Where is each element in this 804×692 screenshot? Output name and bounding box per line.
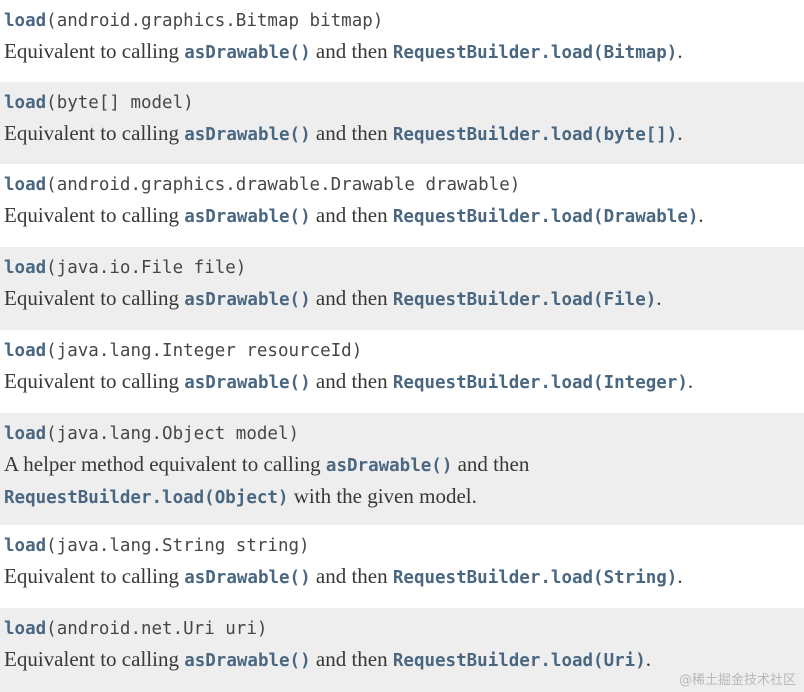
description-text: and then xyxy=(310,39,393,63)
method-row: load(java.io.File file) Equivalent to ca… xyxy=(0,247,804,330)
method-description: Equivalent to calling asDrawable() and t… xyxy=(4,644,804,676)
method-params: (android.net.Uri uri) xyxy=(46,619,268,639)
description-text: Equivalent to calling xyxy=(4,203,185,227)
request-builder-load-link[interactable]: RequestBuilder.load(String) xyxy=(392,568,678,588)
method-description: Equivalent to calling asDrawable() and t… xyxy=(4,283,804,315)
as-drawable-link[interactable]: asDrawable() xyxy=(184,651,311,671)
request-builder-load-link[interactable]: RequestBuilder.load(Uri) xyxy=(392,651,646,671)
method-signature: load(android.graphics.Bitmap bitmap) xyxy=(4,6,804,36)
method-name-link[interactable]: load xyxy=(4,175,47,195)
description-text: and then xyxy=(310,369,393,393)
description-text: and then xyxy=(310,647,393,671)
method-params: (byte[] model) xyxy=(46,93,194,113)
description-text: Equivalent to calling xyxy=(4,647,185,671)
as-drawable-link[interactable]: asDrawable() xyxy=(184,43,311,63)
description-text: . xyxy=(645,647,651,671)
method-signature: load(byte[] model) xyxy=(4,88,804,118)
description-text: and then xyxy=(452,452,530,476)
method-name-link[interactable]: load xyxy=(4,424,47,444)
description-text: . xyxy=(656,286,662,310)
description-text: and then xyxy=(310,203,393,227)
description-text: A helper method equivalent to calling xyxy=(4,452,326,476)
method-description: A helper method equivalent to calling as… xyxy=(4,449,804,481)
description-text: . xyxy=(687,369,694,393)
method-params: (java.lang.Integer resourceId) xyxy=(46,341,363,361)
method-description: Equivalent to calling asDrawable() and t… xyxy=(4,200,804,232)
method-description: Equivalent to calling asDrawable() and t… xyxy=(4,36,804,68)
method-name-link[interactable]: load xyxy=(4,341,47,361)
description-text: and then xyxy=(310,286,393,310)
method-params: (java.lang.Object model) xyxy=(46,424,300,444)
request-builder-load-link[interactable]: RequestBuilder.load(Object) xyxy=(4,488,289,508)
request-builder-load-link[interactable]: RequestBuilder.load(Bitmap) xyxy=(392,43,678,63)
method-params: (java.io.File file) xyxy=(46,258,247,278)
request-builder-load-link[interactable]: RequestBuilder.load(byte[]) xyxy=(392,125,678,145)
description-text: Equivalent to calling xyxy=(4,286,185,310)
as-drawable-link[interactable]: asDrawable() xyxy=(184,290,311,310)
description-text: . xyxy=(677,121,683,145)
as-drawable-link[interactable]: asDrawable() xyxy=(184,568,311,588)
description-text: and then xyxy=(310,564,393,588)
method-params: (java.lang.String string) xyxy=(46,536,310,556)
description-text: with the given model. xyxy=(288,484,477,508)
description-text: Equivalent to calling xyxy=(4,121,185,145)
method-signature: load(android.net.Uri uri) xyxy=(4,614,804,644)
method-row: load(java.lang.Integer resourceId) Equiv… xyxy=(0,330,804,413)
request-builder-load-link[interactable]: RequestBuilder.load(Integer) xyxy=(392,373,688,393)
method-description: Equivalent to calling asDrawable() and t… xyxy=(4,118,804,150)
description-text: Equivalent to calling xyxy=(4,564,185,588)
method-row: load(android.graphics.drawable.Drawable … xyxy=(0,164,804,247)
description-text: . xyxy=(698,203,704,227)
description-text: . xyxy=(677,39,683,63)
method-row: load(android.graphics.Bitmap bitmap) Equ… xyxy=(0,0,804,82)
method-name-link[interactable]: load xyxy=(4,93,47,113)
method-row: load(byte[] model) Equivalent to calling… xyxy=(0,82,804,164)
request-builder-load-link[interactable]: RequestBuilder.load(Drawable) xyxy=(392,207,699,227)
method-row: load(java.lang.String string) Equivalent… xyxy=(0,525,804,608)
method-signature: load(java.lang.Object model) xyxy=(4,419,804,449)
method-signature: load(java.io.File file) xyxy=(4,253,804,283)
as-drawable-link[interactable]: asDrawable() xyxy=(184,125,311,145)
method-description: Equivalent to calling asDrawable() and t… xyxy=(4,561,804,593)
method-params: (android.graphics.drawable.Drawable draw… xyxy=(46,175,521,195)
as-drawable-link[interactable]: asDrawable() xyxy=(184,207,311,227)
method-signature: load(android.graphics.drawable.Drawable … xyxy=(4,170,804,200)
watermark: @稀土掘金技术社区 xyxy=(678,673,796,688)
description-text: Equivalent to calling xyxy=(4,369,185,393)
as-drawable-link[interactable]: asDrawable() xyxy=(184,373,311,393)
request-builder-load-link[interactable]: RequestBuilder.load(File) xyxy=(392,290,657,310)
description-text: and then xyxy=(310,121,393,145)
method-name-link[interactable]: load xyxy=(4,258,47,278)
description-text: . xyxy=(677,564,683,588)
method-row: load(android.net.Uri uri) Equivalent to … xyxy=(0,608,804,692)
method-params: (android.graphics.Bitmap bitmap) xyxy=(46,11,384,31)
method-description: Equivalent to calling asDrawable() and t… xyxy=(4,366,804,398)
method-name-link[interactable]: load xyxy=(4,619,47,639)
as-drawable-link[interactable]: asDrawable() xyxy=(325,456,453,476)
method-description-continued: RequestBuilder.load(Object) with the giv… xyxy=(4,481,804,513)
method-row: load(java.lang.Object model) A helper me… xyxy=(0,413,804,525)
description-text: Equivalent to calling xyxy=(4,39,185,63)
method-signature: load(java.lang.String string) xyxy=(4,531,804,561)
method-name-link[interactable]: load xyxy=(4,11,47,31)
method-signature: load(java.lang.Integer resourceId) xyxy=(4,336,804,366)
method-name-link[interactable]: load xyxy=(4,536,47,556)
